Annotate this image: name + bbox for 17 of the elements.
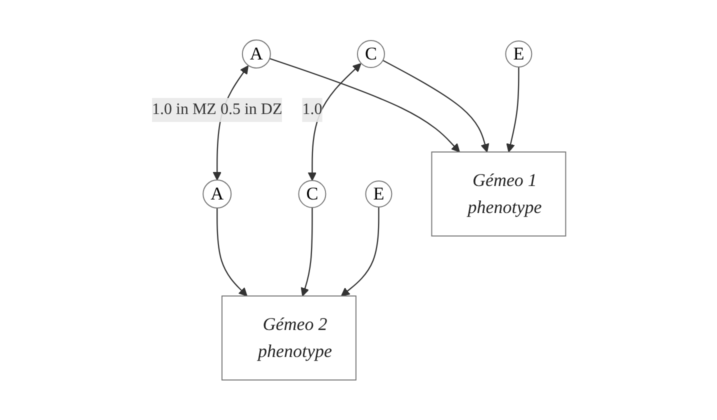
node-circle: E	[364, 180, 392, 208]
node-circle: A	[202, 180, 232, 208]
edge-label: 1.0	[302, 100, 322, 118]
edge-label: 1.0 in MZ 0.5 in DZ	[152, 100, 282, 118]
node-box: Gémeo 2 phenotype	[221, 296, 356, 380]
arrow	[216, 208, 248, 296]
arrow	[382, 60, 489, 152]
arrow	[269, 58, 460, 152]
arrow	[506, 67, 519, 152]
node-circle: C	[356, 40, 385, 68]
arrow	[340, 207, 379, 296]
arrow	[300, 208, 312, 296]
node-circle: A	[242, 40, 271, 68]
node-box: Gémeo 1 phenotype	[430, 152, 566, 236]
node-circle: E	[504, 40, 532, 68]
arrow	[307, 63, 361, 181]
node-circle: C	[298, 180, 326, 208]
